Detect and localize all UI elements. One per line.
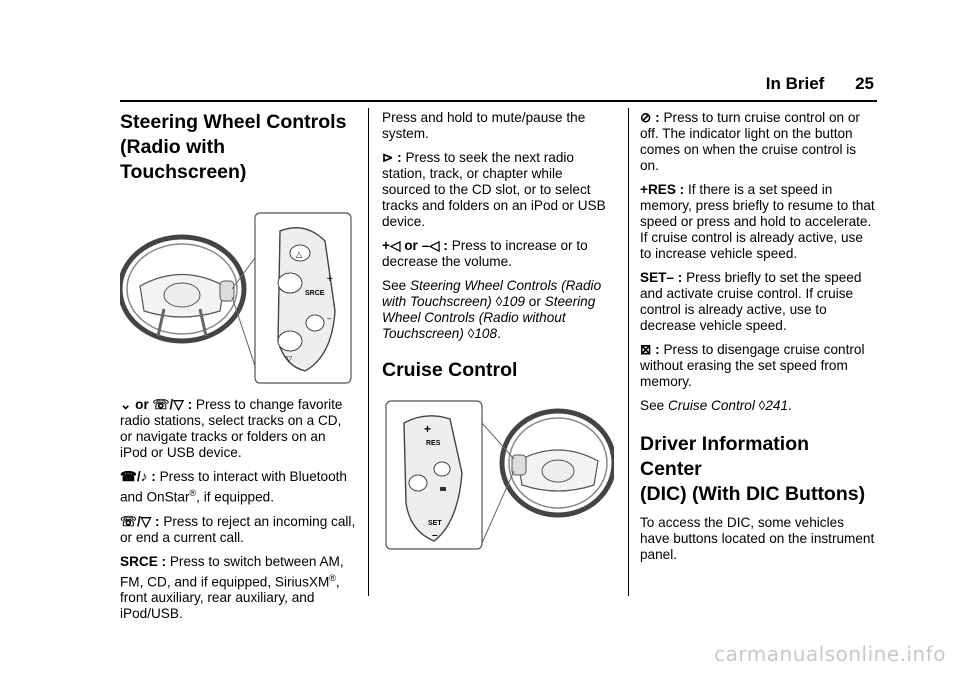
cruise-see-paragraph: See Cruise Control ◊241. bbox=[640, 398, 792, 413]
set-label: SET bbox=[428, 520, 442, 527]
svg-text:△: △ bbox=[296, 250, 303, 259]
see-reference-paragraph: See Steering Wheel Controls (Radio with … bbox=[382, 278, 602, 341]
column-divider-1 bbox=[368, 108, 369, 596]
section-title-dic: Driver Information Center(DIC) (With DIC… bbox=[640, 433, 866, 505]
res-paragraph: +RES : If there is a set speed in memory… bbox=[640, 182, 875, 261]
dic-paragraph: To access the DIC, some vehicles have bu… bbox=[640, 515, 875, 562]
page-ref-arrow-icon: ◊ bbox=[495, 294, 503, 309]
page-number: 25 bbox=[855, 74, 874, 93]
srce-label: SRCE bbox=[305, 290, 325, 297]
svg-text:–: – bbox=[432, 530, 438, 541]
watermark: carmanualsonline.info bbox=[714, 642, 946, 666]
phone-down-icon: ☏/▽ bbox=[152, 397, 184, 412]
column-divider-2 bbox=[628, 108, 629, 596]
set-paragraph: SET– : Press briefly to set the speed an… bbox=[640, 270, 862, 333]
item-srce: SRCE : Press to switch between AM, FM, C… bbox=[120, 553, 344, 622]
cancel-icon: ⊠ bbox=[640, 342, 652, 357]
svg-text:–: – bbox=[327, 314, 332, 324]
header-rule bbox=[120, 100, 877, 102]
item-reject-call: ☏/▽ : Press to reject an incoming call, … bbox=[120, 513, 356, 545]
volume-down-icon: ◁ bbox=[429, 238, 440, 253]
phone-voice-icon: ☎/♪ bbox=[120, 469, 148, 484]
cruise-control-illustration: + RES SET – bbox=[385, 400, 617, 550]
column-1: Steering Wheel Controls(Radio with Touch… bbox=[117, 110, 356, 630]
section-name: In Brief bbox=[765, 74, 825, 93]
seek-icon: ⊳ bbox=[382, 150, 394, 165]
column-3: ⊘ : Press to turn cruise control on or o… bbox=[640, 110, 876, 571]
cruise-control-figure: + RES SET – bbox=[382, 393, 617, 553]
res-label: RES bbox=[426, 440, 441, 447]
volume-up-icon: ◁ bbox=[389, 238, 401, 253]
cruise-control-icon: ⊘ bbox=[640, 110, 652, 125]
section-title-cruise: Cruise Control bbox=[382, 359, 518, 381]
volume-paragraph: +◁ or –◁ : Press to increase or to decre… bbox=[382, 238, 588, 269]
item-bluetooth-onstar: ☎/♪ : Press to interact with Bluetooth a… bbox=[120, 469, 347, 505]
svg-text:+: + bbox=[424, 422, 431, 436]
page-ref-arrow-icon: ◊ bbox=[467, 326, 475, 341]
svg-text:▽: ▽ bbox=[286, 354, 293, 363]
seek-paragraph: ⊳ : Press to seek the next radio station… bbox=[382, 150, 606, 229]
svg-text:+: + bbox=[326, 274, 334, 284]
page-header: In Brief 25 bbox=[766, 74, 874, 94]
cruise-onoff-paragraph: ⊘ : Press to turn cruise control on or o… bbox=[640, 110, 860, 173]
end-call-icon: ☏/▽ bbox=[120, 513, 152, 529]
next-favorite-icon: ⌄ bbox=[120, 397, 132, 412]
item-next-prev: ⌄ or ☏/▽ : Press to change favorite radi… bbox=[120, 397, 343, 460]
page-ref-arrow-icon: ◊ bbox=[758, 398, 766, 413]
steering-wheel-figure: △ SRCE ▽ + – bbox=[117, 191, 356, 397]
column-2: Press and hold to mute/pause the system.… bbox=[382, 110, 617, 553]
cancel-paragraph: ⊠ : Press to disengage cruise control wi… bbox=[640, 342, 865, 389]
mute-paragraph: Press and hold to mute/pause the system. bbox=[382, 110, 586, 141]
section-title-steering: Steering Wheel Controls(Radio with Touch… bbox=[120, 111, 347, 183]
steering-wheel-illustration: △ SRCE ▽ + – bbox=[117, 212, 352, 384]
